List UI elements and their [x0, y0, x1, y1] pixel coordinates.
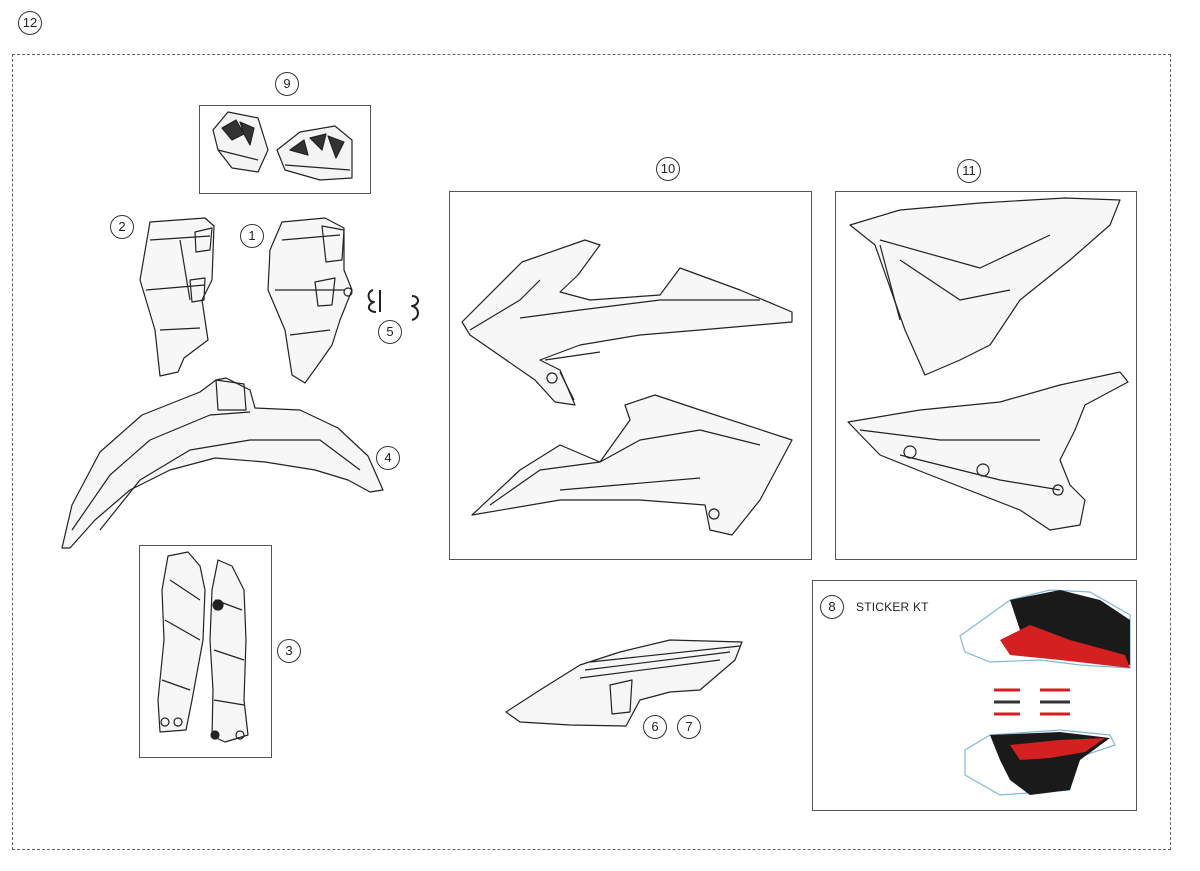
- callout-8: 8: [820, 595, 844, 619]
- assembly-frame: [12, 54, 1171, 850]
- side-covers-box: [835, 191, 1137, 560]
- hand-guards-box: [199, 105, 371, 194]
- sticker-kit-label: STICKER KT: [856, 600, 929, 614]
- callout-1: 1: [240, 224, 264, 248]
- callout-12: 12: [18, 11, 42, 35]
- fasteners-drawing: [367, 289, 419, 321]
- side-panel-2-drawing: [139, 217, 215, 377]
- radiator-shrouds-box: [449, 191, 812, 560]
- callout-2: 2: [110, 215, 134, 239]
- side-covers-drawing: [847, 197, 1129, 531]
- callout-10: 10: [656, 157, 680, 181]
- fork-guards-drawing: [157, 551, 249, 743]
- fork-guards-box: [139, 545, 272, 758]
- callout-6: 6: [643, 715, 667, 739]
- hand-guards-drawing: [212, 111, 353, 181]
- callout-4: 4: [376, 446, 400, 470]
- side-panel-1-drawing: [267, 217, 353, 384]
- front-fender-drawing: [61, 377, 384, 549]
- callout-3: 3: [277, 639, 301, 663]
- radiator-shrouds-drawing: [461, 239, 793, 536]
- callout-11: 11: [957, 159, 981, 183]
- sticker-kit-box: [812, 580, 1137, 811]
- callout-7: 7: [677, 715, 701, 739]
- callout-5: 5: [378, 320, 402, 344]
- rear-fender-drawing: [505, 639, 743, 727]
- sticker-kit-drawing: [959, 589, 1131, 796]
- callout-9: 9: [275, 72, 299, 96]
